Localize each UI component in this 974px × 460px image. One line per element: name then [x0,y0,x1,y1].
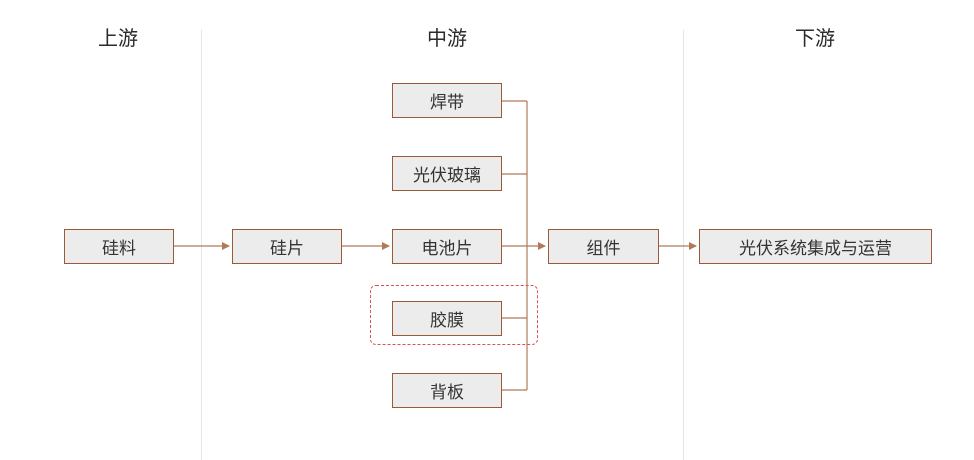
stage-midstream-header: 中游 [427,26,467,50]
stage-upstream-header: 上游 [98,26,138,50]
node-backsheet[interactable]: 背板 [392,373,502,408]
node-encapsulant-film[interactable]: 胶膜 [392,301,502,336]
midstream-downstream-divider [683,30,684,460]
node-silicon-material[interactable]: 硅料 [64,229,174,264]
node-solar-cell[interactable]: 电池片 [392,229,502,264]
node-pv-system[interactable]: 光伏系统集成与运营 [699,229,932,264]
stage-downstream-header: 下游 [795,26,835,50]
upstream-midstream-divider [201,30,202,460]
node-module[interactable]: 组件 [548,229,659,264]
encapsulant-film-highlight [370,285,538,345]
node-silicon-wafer[interactable]: 硅片 [232,229,342,264]
node-pv-glass[interactable]: 光伏玻璃 [392,156,502,191]
node-solder-ribbon[interactable]: 焊带 [392,83,502,118]
